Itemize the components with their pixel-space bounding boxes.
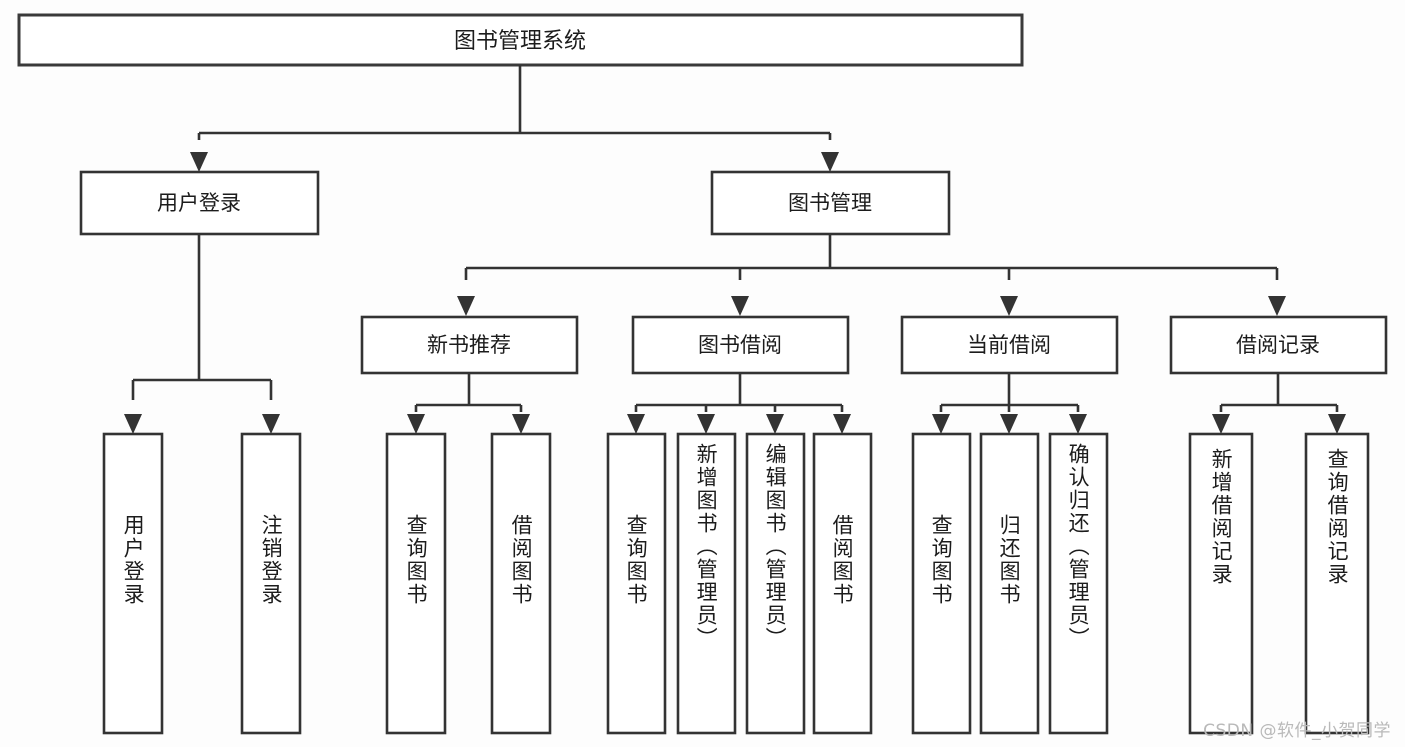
arrow-to-borrow-record [1268, 296, 1286, 316]
leaf-box-bb-edit-book[interactable] [745, 432, 806, 735]
root-box [17, 13, 1024, 67]
book-management-label: 图书管理 [788, 191, 872, 215]
borrow-record-box [1169, 315, 1388, 375]
new-book-recommend-box [360, 315, 579, 375]
arrow-to-leaf-user-login [124, 414, 142, 434]
new-book-recommend-label: 新书推荐 [427, 333, 511, 357]
book-borrow-label: 图书借阅 [698, 333, 782, 357]
arrow-to-leaf-logout [262, 414, 280, 434]
node-user-login[interactable]: 用户登录 [79, 170, 320, 236]
arrow-to-leaf-br-query-record [1328, 414, 1346, 434]
node-book-management[interactable]: 图书管理 [710, 170, 951, 236]
arrow-to-book-management [821, 152, 839, 172]
current-borrow-label: 当前借阅 [967, 333, 1051, 357]
leaf-box-cb-query-book[interactable] [911, 432, 972, 735]
leaf-box-user-login[interactable] [102, 432, 164, 735]
csdn-watermark: CSDN @软件_小贺同学 [1203, 721, 1391, 741]
arrow-to-leaf-br-add-record [1212, 414, 1230, 434]
arrow-to-book-borrow [731, 296, 749, 316]
node-current-borrow[interactable]: 当前借阅 [900, 315, 1119, 375]
leaf-box-bb-borrow-book[interactable] [812, 432, 873, 735]
leaf-box-bb-query-book[interactable] [606, 432, 667, 735]
node-book-borrow[interactable]: 图书借阅 [631, 315, 850, 375]
arrow-to-leaf-bb-add-book [697, 414, 715, 434]
leaf-box-cb-return-book[interactable] [979, 432, 1040, 735]
arrow-to-leaf-cb-return-book [1000, 414, 1018, 434]
user-login-label: 用户登录 [157, 191, 241, 215]
arrow-to-current-borrow [1000, 296, 1018, 316]
arrow-to-leaf-bb-query-book [627, 414, 645, 434]
node-borrow-record[interactable]: 借阅记录 [1169, 315, 1388, 375]
book-management-box [710, 170, 951, 236]
borrow-record-label: 借阅记录 [1236, 333, 1320, 357]
node-new-book-recommend[interactable]: 新书推荐 [360, 315, 579, 375]
arrow-to-leaf-cb-confirm-return [1069, 414, 1087, 434]
leaf-box-logout[interactable] [240, 432, 302, 735]
book-borrow-box [631, 315, 850, 375]
leaf-box-nb-query-book[interactable] [385, 432, 447, 735]
leaf-box-nb-borrow-book[interactable] [490, 432, 552, 735]
node-root-book-management-system[interactable]: 图书管理系统 [17, 13, 1024, 67]
arrow-to-leaf-bb-edit-book [766, 414, 784, 434]
current-borrow-box [900, 315, 1119, 375]
arrow-to-leaf-bb-borrow-book [833, 414, 851, 434]
arrow-to-leaf-cb-query-book [932, 414, 950, 434]
arrow-to-new-book-recommend [457, 296, 475, 316]
leaf-box-br-query-record[interactable] [1304, 432, 1370, 735]
arrow-to-leaf-nb-borrow-book [512, 414, 530, 434]
leaf-box-bb-add-book[interactable] [676, 432, 737, 735]
root-label: 图书管理系统 [454, 29, 586, 54]
arrow-to-leaf-nb-query-book [407, 414, 425, 434]
leaf-box-br-add-record[interactable] [1188, 432, 1254, 735]
leaf-box-cb-confirm-return[interactable] [1048, 432, 1109, 735]
arrow-to-user-login [190, 152, 208, 172]
